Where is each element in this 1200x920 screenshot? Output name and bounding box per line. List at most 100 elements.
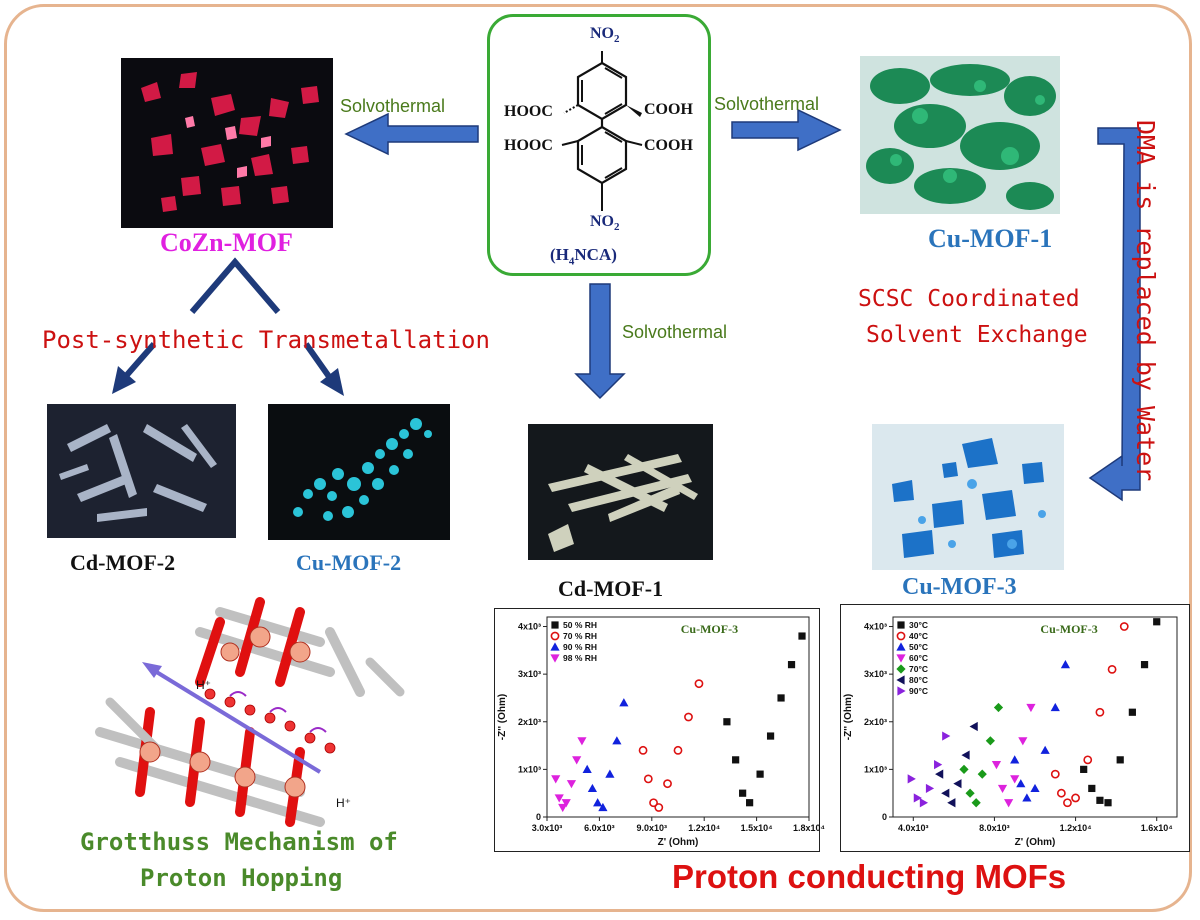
data-point: [1128, 708, 1136, 716]
data-point: [587, 783, 598, 793]
x-tick-label: 8.0x10³: [979, 823, 1010, 833]
data-point: [684, 712, 693, 722]
data-point: [1022, 793, 1032, 802]
legend-label: 90 % RH: [563, 642, 597, 652]
solvothermal-left-label: Solvothermal: [340, 96, 446, 116]
data-point: [1071, 793, 1080, 803]
y-tick-label: 3x10³: [864, 669, 887, 679]
series: [582, 698, 629, 812]
series: [1010, 660, 1071, 802]
ligand-structure: [561, 51, 643, 211]
data-point: [1096, 796, 1104, 804]
data-point: [1107, 664, 1117, 674]
data-point: [598, 802, 608, 812]
series: [1050, 622, 1129, 808]
data-point: [1016, 779, 1026, 788]
legend-label: 90°C: [909, 686, 928, 696]
data-point: [1004, 799, 1014, 808]
ligand-name: (H4NCA): [550, 245, 617, 268]
y-tick-label: 2x10³: [864, 717, 887, 727]
data-point: [566, 780, 577, 789]
cd-mof-1-label: Cd-MOF-1: [558, 576, 664, 601]
x-tick-label: 3.0x10³: [532, 823, 563, 833]
x-tick-label: 1.2x10⁴: [688, 823, 720, 833]
data-point: [551, 775, 561, 784]
solvothermal-down-label: Solvothermal: [622, 322, 728, 342]
series: [638, 679, 704, 812]
mechanism-line-1: Grotthuss Mechanism of: [80, 828, 398, 856]
data-point: [977, 769, 987, 779]
data-point: [649, 798, 658, 808]
data-point: [961, 750, 970, 760]
data-point: [1010, 755, 1020, 764]
data-point: [756, 770, 764, 778]
data-point: [654, 803, 664, 812]
y-tick-label: 4x10³: [518, 622, 541, 632]
data-point: [643, 774, 653, 784]
legend-marker: [896, 631, 906, 641]
data-point: [959, 764, 969, 774]
bottom-title: Proton conducting MOFs: [672, 858, 1067, 895]
series: [723, 632, 806, 807]
data-point: [554, 794, 564, 803]
data-point: [947, 798, 956, 808]
data-point: [1088, 784, 1096, 793]
legend-label: 80°C: [909, 675, 928, 685]
chart-title: Cu-MOF-3: [681, 622, 738, 636]
data-point: [1095, 707, 1105, 717]
legend-marker: [896, 664, 906, 674]
y-axis-label: -Z'' (Ohm): [843, 694, 854, 740]
grotthuss-structure: [95, 597, 405, 827]
data-point: [1140, 661, 1149, 669]
data-point: [798, 632, 806, 640]
legend: 30°C40°C50°C60°C70°C80°C90°C: [896, 620, 928, 696]
data-point: [732, 756, 740, 764]
cu-mof-1-photo: [860, 56, 1060, 214]
mechanism-line-2: Proton Hopping: [140, 864, 343, 892]
y-tick-label: 4x10³: [864, 622, 887, 632]
x-tick-label: 1.6x10⁴: [1141, 823, 1173, 833]
series: [991, 703, 1036, 808]
legend-marker: [896, 642, 906, 651]
x-tick-label: 9.0x10³: [637, 823, 668, 833]
data-point: [619, 698, 629, 707]
cu-mof-2-photo: [268, 404, 450, 540]
y-tick-label: 3x10³: [518, 669, 541, 679]
y-tick-label: 2x10³: [518, 717, 541, 727]
data-point: [561, 799, 571, 808]
cozn-mof-photo: [121, 58, 333, 228]
data-point: [965, 788, 975, 798]
data-point: [572, 756, 582, 765]
legend-marker: [551, 621, 559, 629]
data-point: [1153, 618, 1161, 626]
x-axis-label: Z' (Ohm): [658, 837, 699, 848]
bottom-nitro-group: NO2: [590, 213, 620, 234]
outer-frame: [4, 4, 1192, 912]
data-point: [612, 736, 622, 745]
data-point: [971, 798, 981, 808]
legend-marker: [896, 654, 906, 663]
data-point: [907, 774, 916, 784]
cu-mof-2-label: Cu-MOF-2: [296, 550, 402, 575]
lower-benzene-ring: [576, 125, 628, 185]
upper-benzene-ring: [576, 61, 628, 121]
data-point: [1056, 788, 1066, 798]
legend-marker: [897, 621, 905, 629]
cooh-right-top: COOH: [644, 101, 693, 118]
data-point: [1010, 775, 1020, 784]
ligand-box: NO2 HOOC COOH HOOC COOH NO2 (H4NCA): [487, 14, 711, 276]
legend-label: 40°C: [909, 631, 928, 641]
data-point: [1026, 703, 1036, 713]
y-axis-label: -Z'' (Ohm): [497, 694, 508, 740]
cozn-mof-label: CoZn-MOF: [160, 228, 293, 257]
data-point: [746, 799, 754, 807]
legend-label: 50 % RH: [563, 620, 597, 630]
legend-label: 98 % RH: [563, 653, 597, 663]
data-point: [723, 718, 731, 726]
data-point: [1040, 745, 1050, 754]
legend-marker: [550, 654, 560, 663]
cd-mof-1-photo: [528, 424, 713, 560]
